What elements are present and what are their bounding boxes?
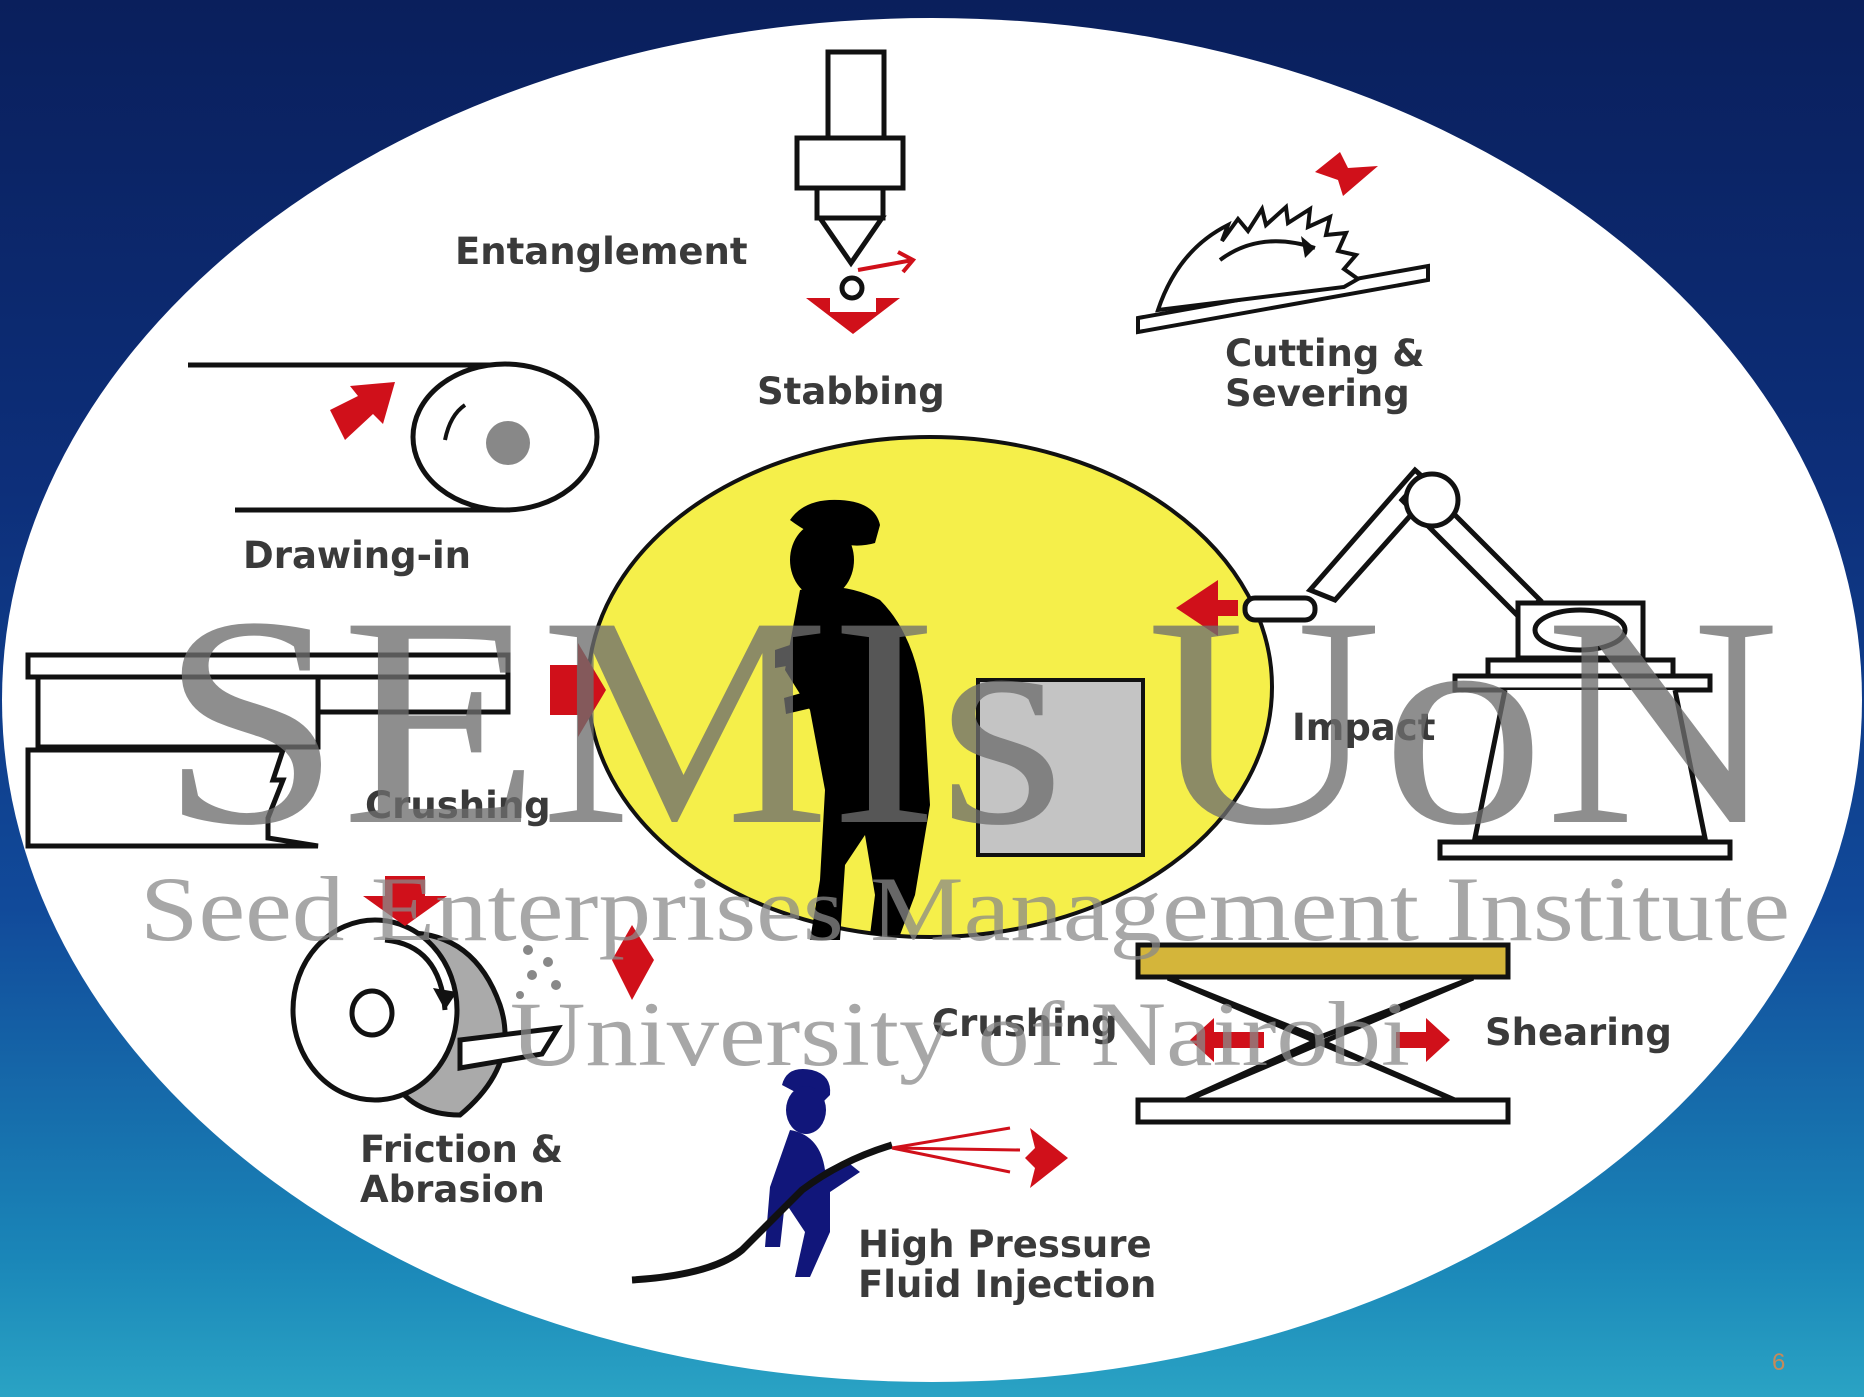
drawing-in-arrow-icon <box>330 382 395 440</box>
crushing-left-arrow-icon <box>550 643 606 737</box>
label-fluid-line2: Fluid Injection <box>858 1263 1156 1306</box>
saw-blade-icon <box>1136 202 1430 335</box>
fluid-spray-icon <box>891 1126 1021 1174</box>
watermark-institute: Seed Enterprises Management Institute <box>140 858 1790 960</box>
label-shearing: Shearing <box>1485 1011 1672 1054</box>
label-stabbing: Stabbing <box>757 370 945 413</box>
slide-number: 6 <box>1772 1349 1785 1376</box>
friction-top-arrow-icon <box>363 876 447 926</box>
fluid-arrow-icon <box>1025 1128 1068 1188</box>
label-impact: Impact <box>1292 706 1435 749</box>
drill-icon <box>794 49 906 301</box>
crushing-right-arrow-icon <box>1190 1018 1264 1062</box>
shearing-arrow-icon <box>1396 1018 1450 1062</box>
grinder-icon <box>290 917 563 1118</box>
box-icon <box>976 678 1145 857</box>
label-entanglement: Entanglement <box>455 230 748 273</box>
label-cutting-line1: Cutting & <box>1225 332 1425 375</box>
scissor-lift-icon <box>1135 942 1511 1125</box>
watermark-acronym: SEMIs UoN <box>160 555 1780 887</box>
label-fluid-line1: High Pressure <box>858 1223 1152 1266</box>
stabbing-arrow-icon <box>806 298 900 334</box>
fluid-hose-icon <box>631 1141 894 1284</box>
sparks-icon <box>516 945 561 999</box>
label-friction-line2: Abrasion <box>360 1168 545 1211</box>
watermark-university: University of Nairobi <box>510 983 1410 1085</box>
label-crushing-right: Crushing <box>932 1002 1118 1045</box>
roller-axle-icon <box>486 421 530 465</box>
label-crushing-left: Crushing <box>365 784 551 827</box>
label-cutting-line2: Severing <box>1225 372 1410 415</box>
robot-arm-icon <box>1242 466 1733 861</box>
press-icon <box>25 652 511 849</box>
label-friction-line1: Friction & <box>360 1128 563 1171</box>
friction-side-arrow-icon <box>612 925 654 1000</box>
impact-arrow-icon <box>1176 580 1238 636</box>
worker-silhouette-icon <box>775 499 930 940</box>
cutting-arrow-icon <box>1315 152 1378 196</box>
entanglement-arrow-icon <box>857 250 917 274</box>
label-drawing-in: Drawing-in <box>243 534 471 577</box>
